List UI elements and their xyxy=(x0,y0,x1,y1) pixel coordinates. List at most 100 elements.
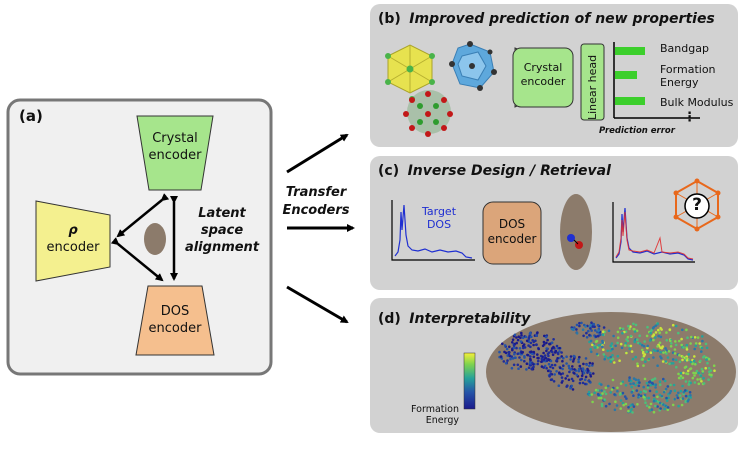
embedding-point xyxy=(649,331,652,335)
embedding-point xyxy=(573,368,576,371)
embedding-point xyxy=(540,360,543,364)
embedding-point xyxy=(561,372,565,375)
embedding-point xyxy=(666,356,670,359)
embedding-point xyxy=(528,361,532,365)
embedding-point xyxy=(681,358,684,362)
embedding-point xyxy=(629,410,632,413)
embedding-point xyxy=(578,324,581,328)
embedding-point xyxy=(604,404,608,408)
embedding-point xyxy=(560,376,564,379)
prediction-bars xyxy=(615,47,645,105)
embedding-point xyxy=(636,341,640,345)
embedding-point xyxy=(649,351,653,355)
embedding-point xyxy=(634,355,637,359)
embedding-point xyxy=(657,334,660,338)
embedding-point xyxy=(523,356,526,359)
embedding-point xyxy=(652,410,656,414)
embedding-point xyxy=(551,366,555,370)
embedding-point xyxy=(581,328,585,332)
embedding-point xyxy=(695,369,699,373)
embedding-point xyxy=(637,378,640,382)
embedding-point xyxy=(575,328,578,331)
embedding-point xyxy=(693,374,696,377)
embedding-point xyxy=(519,365,523,368)
embedding-point xyxy=(569,358,572,361)
embedding-point xyxy=(592,322,595,326)
embedding-point xyxy=(669,339,672,343)
embedding-point xyxy=(587,390,591,394)
embedding-point xyxy=(630,407,633,411)
panel-c-encoder-line-1: DOS xyxy=(498,217,526,231)
embedding-point xyxy=(604,392,608,396)
embedding-point xyxy=(647,357,651,361)
embedding-point xyxy=(679,374,683,378)
embedding-point xyxy=(677,372,680,376)
embedding-point xyxy=(555,344,559,348)
embedding-point xyxy=(535,343,538,346)
embedding-point xyxy=(515,346,518,350)
embedding-point xyxy=(516,338,520,342)
embedding-point xyxy=(529,355,532,358)
embedding-point xyxy=(603,357,606,361)
embedding-point xyxy=(652,399,656,403)
embedding-point xyxy=(633,330,637,333)
target-dos-plot xyxy=(391,200,475,261)
embedding-point xyxy=(573,326,576,329)
embedding-point xyxy=(543,354,547,357)
formation-energy-colorbar xyxy=(463,352,476,410)
embedding-point xyxy=(570,384,573,388)
embedding-point xyxy=(565,355,568,359)
embedding-point xyxy=(579,378,582,381)
embedding-point xyxy=(659,326,662,330)
embedding-point xyxy=(622,403,625,407)
embedding-point xyxy=(503,350,506,354)
embedding-point xyxy=(672,383,676,387)
embedding-point xyxy=(693,347,696,351)
embedding-point xyxy=(586,371,589,374)
embedding-point xyxy=(652,356,655,359)
embedding-point xyxy=(577,367,581,371)
embedding-point xyxy=(536,362,539,366)
embedding-point xyxy=(501,342,504,346)
latent-point-blue xyxy=(567,234,575,242)
embedding-point xyxy=(648,389,652,393)
embedding-point xyxy=(681,397,685,400)
embedding-point xyxy=(658,383,662,387)
embedding-point xyxy=(684,394,688,398)
transfer-arrow-d xyxy=(286,285,349,324)
embedding-point xyxy=(591,343,594,347)
embedding-point xyxy=(681,376,685,380)
embedding-point xyxy=(643,377,647,381)
embedding-point xyxy=(666,406,670,409)
embedding-point xyxy=(614,344,617,348)
embedding-point xyxy=(635,329,639,333)
embedding-point xyxy=(642,395,645,399)
embedding-point xyxy=(645,334,649,338)
embedding-point xyxy=(590,321,593,325)
embedding-point xyxy=(506,359,509,362)
embedding-point xyxy=(594,335,598,338)
embedding-point xyxy=(517,367,520,371)
embedding-point xyxy=(666,385,670,388)
embedding-point xyxy=(592,372,595,375)
embedding-point xyxy=(681,384,684,388)
embedding-point xyxy=(654,331,658,334)
embedding-point xyxy=(630,350,634,353)
embedding-point xyxy=(578,364,582,368)
embedding-point xyxy=(653,397,656,401)
embedding-point xyxy=(537,359,540,363)
embedding-point xyxy=(594,340,598,344)
embedding-point xyxy=(681,355,685,359)
embedding-point xyxy=(616,354,620,358)
embedding-point xyxy=(561,367,564,371)
embedding-point xyxy=(661,360,665,363)
embedding-point xyxy=(530,350,533,354)
embedding-point xyxy=(515,336,518,339)
embedding-point xyxy=(547,362,551,366)
embedding-point xyxy=(519,336,522,340)
embedding-point xyxy=(654,404,657,408)
embedding-point xyxy=(550,363,554,367)
embedding-point xyxy=(532,350,536,354)
embedding-point xyxy=(582,362,585,366)
embedding-point xyxy=(535,334,538,337)
